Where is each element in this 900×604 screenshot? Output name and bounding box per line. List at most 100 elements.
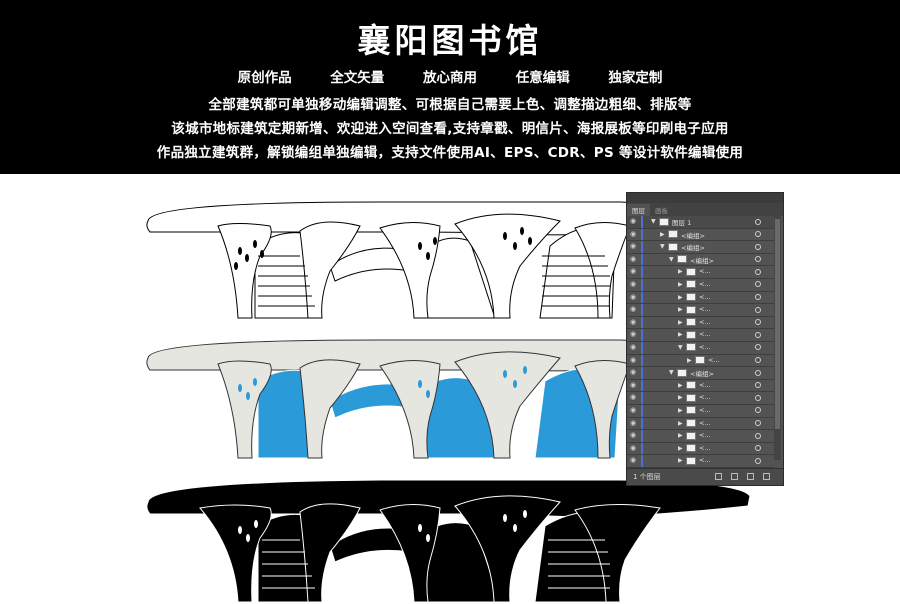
visibility-eye-icon[interactable]: ◉ bbox=[630, 330, 637, 339]
expand-right-icon[interactable]: ▶ bbox=[678, 432, 683, 440]
layer-row[interactable]: ◉▼<编组> bbox=[627, 241, 775, 254]
target-circle-icon[interactable] bbox=[755, 319, 761, 326]
expand-down-icon[interactable]: ▼ bbox=[651, 218, 656, 225]
target-circle-icon[interactable] bbox=[755, 369, 761, 376]
visibility-eye-icon[interactable]: ◉ bbox=[630, 368, 637, 377]
expand-right-icon[interactable]: ▶ bbox=[678, 444, 683, 452]
visibility-eye-icon[interactable]: ◉ bbox=[630, 229, 637, 238]
visibility-eye-icon[interactable]: ◉ bbox=[630, 456, 637, 465]
expand-down-icon[interactable]: ▼ bbox=[678, 343, 683, 351]
tab-layers[interactable]: 图层 bbox=[627, 204, 650, 216]
visibility-eye-icon[interactable]: ◉ bbox=[630, 279, 637, 288]
description-line: 作品独立建筑群，解锁编组单独编辑，支持文件使用AI、EPS、CDR、PS 等设计… bbox=[156, 145, 744, 161]
target-circle-icon[interactable] bbox=[755, 294, 761, 301]
layer-row[interactable]: ◉▶<... bbox=[627, 266, 775, 279]
visibility-eye-icon[interactable]: ◉ bbox=[630, 305, 637, 314]
expand-right-icon[interactable]: ▶ bbox=[678, 306, 683, 314]
layer-row[interactable]: ◉▶<... bbox=[627, 430, 775, 443]
layer-row[interactable]: ◉▶<... bbox=[627, 442, 775, 456]
tab-artboards[interactable]: 画板 bbox=[655, 207, 668, 215]
layer-row[interactable]: ◉▶<... bbox=[627, 304, 775, 317]
target-circle-icon[interactable] bbox=[755, 457, 761, 464]
feature-item: 任意编辑 bbox=[515, 70, 570, 86]
layer-row[interactable]: ◉▶<... bbox=[627, 392, 775, 405]
target-circle-icon[interactable] bbox=[755, 382, 761, 389]
expand-right-icon[interactable]: ▶ bbox=[678, 280, 683, 288]
layer-row[interactable]: ◉ ▶ <... bbox=[627, 455, 775, 468]
layer-row[interactable]: ◉▶<... bbox=[627, 417, 775, 431]
visibility-eye-icon[interactable]: ◉ bbox=[630, 380, 637, 389]
expand-right-icon[interactable]: ▶ bbox=[687, 356, 692, 364]
expand-right-icon[interactable]: ▶ bbox=[660, 230, 665, 238]
layer-row[interactable]: ◉▼<编组> bbox=[627, 367, 775, 380]
layer-color-bar bbox=[641, 216, 643, 228]
layer-thumbnail bbox=[686, 381, 696, 390]
target-circle-icon[interactable] bbox=[755, 281, 761, 288]
visibility-eye-icon[interactable]: ◉ bbox=[630, 242, 637, 251]
expand-right-icon[interactable]: ▶ bbox=[678, 293, 683, 301]
target-circle-icon[interactable] bbox=[755, 268, 761, 275]
expand-right-icon[interactable]: ▶ bbox=[678, 331, 683, 339]
visibility-eye-icon[interactable]: ◉ bbox=[630, 393, 637, 402]
layer-label: <... bbox=[699, 456, 711, 465]
feature-item: 全文矢量 bbox=[330, 70, 385, 86]
expand-right-icon[interactable]: ▶ bbox=[678, 318, 683, 326]
visibility-eye-icon[interactable]: ◉ bbox=[630, 254, 637, 263]
column bbox=[454, 495, 561, 603]
expand-down-icon[interactable]: ▼ bbox=[660, 243, 665, 251]
make-clipping-mask-icon[interactable] bbox=[747, 473, 754, 480]
layer-thumbnail bbox=[686, 406, 696, 415]
new-sublayer-icon[interactable] bbox=[715, 473, 722, 480]
target-circle-icon[interactable] bbox=[755, 256, 761, 263]
expand-right-icon[interactable]: ▶ bbox=[678, 394, 683, 402]
target-circle-icon[interactable] bbox=[755, 432, 761, 439]
expand-right-icon[interactable]: ▶ bbox=[678, 406, 683, 414]
expand-right-icon[interactable]: ▶ bbox=[678, 457, 683, 465]
layer-row[interactable]: ◉▶<... bbox=[627, 291, 775, 305]
layer-row[interactable]: ◉▶<编组> bbox=[627, 228, 775, 242]
visibility-eye-icon[interactable]: ◉ bbox=[630, 292, 637, 301]
target-circle-icon[interactable] bbox=[755, 331, 761, 338]
new-layer-icon[interactable] bbox=[731, 473, 738, 480]
target-circle-icon[interactable] bbox=[755, 306, 761, 313]
layer-row[interactable]: ◉▶<... bbox=[627, 354, 775, 368]
expand-down-icon[interactable]: ▼ bbox=[669, 255, 674, 263]
delete-layer-icon[interactable] bbox=[763, 473, 770, 480]
layer-row[interactable]: ◉▶<... bbox=[627, 329, 775, 342]
layer-row[interactable]: ◉▼图层 1 bbox=[627, 216, 775, 229]
layer-row[interactable]: ◉▶<... bbox=[627, 379, 775, 393]
layer-row[interactable]: ◉▼<... bbox=[627, 341, 775, 355]
layer-row[interactable]: ◉▶<... bbox=[627, 316, 775, 330]
visibility-eye-icon[interactable]: ◉ bbox=[630, 405, 637, 414]
panel-titlebar[interactable] bbox=[627, 193, 783, 203]
target-circle-icon[interactable] bbox=[755, 357, 761, 364]
layer-color-bar bbox=[641, 304, 643, 316]
visibility-eye-icon[interactable]: ◉ bbox=[630, 342, 637, 351]
target-circle-icon[interactable] bbox=[755, 394, 761, 401]
visibility-eye-icon[interactable]: ◉ bbox=[630, 431, 637, 440]
layer-row[interactable]: ◉▼<编组> bbox=[627, 253, 775, 267]
layer-label: <... bbox=[699, 279, 711, 288]
visibility-eye-icon[interactable]: ◉ bbox=[630, 267, 637, 276]
visibility-eye-icon[interactable]: ◉ bbox=[630, 443, 637, 452]
expand-down-icon[interactable]: ▼ bbox=[669, 369, 674, 377]
expand-right-icon[interactable]: ▶ bbox=[678, 419, 683, 427]
expand-right-icon[interactable]: ▶ bbox=[678, 268, 683, 276]
visibility-eye-icon[interactable]: ◉ bbox=[630, 418, 637, 427]
visibility-eye-icon[interactable]: ◉ bbox=[630, 317, 637, 326]
target-circle-icon[interactable] bbox=[755, 420, 761, 426]
target-circle-icon[interactable] bbox=[755, 231, 761, 238]
layer-thumbnail bbox=[686, 330, 696, 339]
visibility-eye-icon[interactable]: ◉ bbox=[630, 355, 637, 364]
panel-scrollbar[interactable] bbox=[774, 216, 781, 460]
target-circle-icon[interactable] bbox=[755, 218, 761, 225]
target-circle-icon[interactable] bbox=[755, 407, 761, 414]
visibility-eye-icon[interactable]: ◉ bbox=[630, 217, 637, 225]
layer-row[interactable]: ◉▶<... bbox=[627, 404, 775, 418]
target-circle-icon[interactable] bbox=[755, 243, 761, 250]
scrollbar-thumb[interactable] bbox=[775, 219, 780, 429]
layer-row[interactable]: ◉ ▶ <... bbox=[627, 278, 775, 292]
expand-right-icon[interactable]: ▶ bbox=[678, 381, 683, 389]
target-circle-icon[interactable] bbox=[755, 344, 761, 351]
target-circle-icon[interactable] bbox=[755, 445, 761, 452]
